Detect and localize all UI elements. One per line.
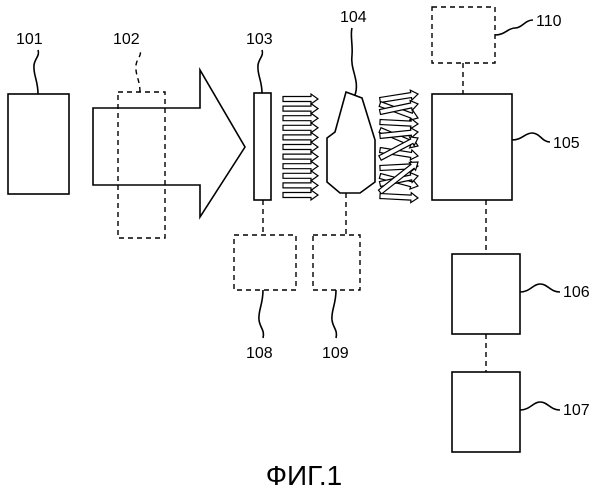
- label-103: 103: [246, 31, 273, 48]
- label-104: 104: [340, 9, 367, 26]
- block-105: [432, 94, 512, 200]
- leader-106: [520, 284, 560, 292]
- light-ray-arrow: [283, 94, 318, 104]
- light-ray-arrow: [283, 123, 318, 133]
- label-101: 101: [16, 31, 43, 48]
- parallel-light-arrows: [283, 94, 318, 200]
- label-106: 106: [563, 284, 590, 301]
- light-ray-arrow: [283, 190, 318, 200]
- block-108-dashed: [234, 235, 296, 290]
- leader-104: [351, 28, 356, 95]
- leader-102: [136, 50, 141, 92]
- light-ray-arrow: [283, 132, 318, 142]
- label-105: 105: [553, 135, 580, 152]
- label-107: 107: [563, 402, 590, 419]
- light-ray-arrow: [283, 152, 318, 162]
- figure-caption: ФИГ.1: [266, 460, 343, 491]
- light-beam-arrow: [93, 70, 245, 217]
- label-109: 109: [322, 345, 349, 362]
- plate-103: [254, 93, 271, 200]
- light-ray-arrow: [283, 180, 318, 190]
- block-106: [452, 254, 520, 334]
- scattered-light-arrows: [377, 89, 421, 203]
- light-ray-arrow: [380, 191, 419, 203]
- light-ray-arrow: [283, 104, 318, 114]
- leader-107: [520, 402, 560, 410]
- light-ray-arrow: [283, 171, 318, 181]
- label-102: 102: [113, 31, 140, 48]
- block-107: [452, 372, 520, 452]
- label-110: 110: [536, 13, 562, 30]
- leader-105: [512, 133, 550, 142]
- leader-103: [258, 50, 263, 93]
- light-ray-arrow: [283, 113, 318, 123]
- block-110-dashed: [432, 7, 495, 63]
- leader-110: [495, 20, 533, 35]
- leader-109: [332, 290, 337, 338]
- object-104: [327, 92, 375, 193]
- leader-108: [259, 290, 264, 338]
- block-109-dashed: [313, 235, 360, 290]
- block-101: [8, 94, 69, 194]
- leader-101: [34, 50, 39, 94]
- light-ray-arrow: [283, 142, 318, 152]
- label-108: 108: [246, 345, 273, 362]
- light-ray-arrow: [283, 161, 318, 171]
